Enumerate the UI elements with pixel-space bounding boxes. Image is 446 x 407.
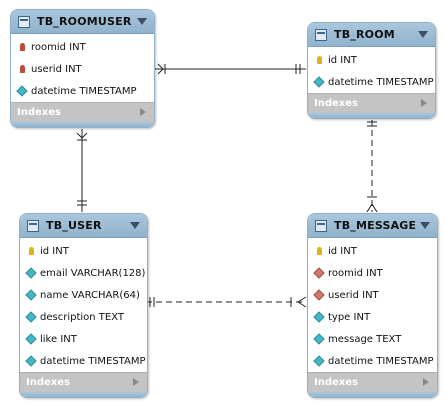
table-footer: [20, 392, 147, 397]
attribute-diamond-icon: [311, 333, 327, 345]
dropdown-arrow-icon[interactable]: [137, 18, 147, 25]
column-label: message TEXT: [328, 333, 402, 345]
column-label: roomid INT: [328, 267, 383, 279]
indexes-label: Indexes: [314, 377, 358, 388]
column-label: name VARCHAR(64): [40, 289, 140, 301]
column-label: datetime TIMESTAMP: [40, 355, 146, 367]
expand-arrow-icon[interactable]: [423, 378, 429, 386]
column-label: type INT: [328, 311, 371, 323]
attribute-diamond-icon: [311, 355, 327, 367]
primary-key-icon: [311, 56, 327, 64]
relationship-user-message: [146, 296, 307, 308]
indexes-label: Indexes: [314, 98, 358, 109]
column-row[interactable]: type INT: [308, 306, 437, 328]
column-row[interactable]: email VARCHAR(128): [20, 262, 147, 284]
indexes-section[interactable]: Indexes: [11, 102, 154, 122]
indexes-section[interactable]: Indexes: [20, 372, 147, 392]
column-label: email VARCHAR(128): [40, 267, 146, 279]
attribute-diamond-icon: [311, 311, 327, 323]
column-row[interactable]: id INT: [308, 240, 437, 262]
table-icon: [27, 219, 39, 232]
column-row[interactable]: datetime TIMESTAMP: [20, 350, 147, 372]
column-row[interactable]: datetime TIMESTAMP: [308, 350, 437, 372]
table-icon: [315, 28, 327, 41]
attribute-diamond-icon: [14, 85, 30, 97]
column-row[interactable]: message TEXT: [308, 328, 437, 350]
table-header[interactable]: TB_USER: [20, 214, 147, 238]
table-title: TB_USER: [46, 219, 102, 232]
dropdown-arrow-icon[interactable]: [130, 222, 140, 229]
column-row[interactable]: userid INT: [308, 284, 437, 306]
attribute-diamond-icon: [23, 267, 39, 279]
column-label: datetime TIMESTAMP: [328, 76, 434, 88]
table-footer: [308, 113, 435, 118]
expand-arrow-icon[interactable]: [421, 99, 427, 107]
table-header[interactable]: TB_ROOM: [308, 23, 435, 47]
foreign-key-icon: [14, 43, 30, 51]
relationship-room-message: [366, 120, 378, 213]
attribute-diamond-icon: [311, 76, 327, 88]
column-row[interactable]: name VARCHAR(64): [20, 284, 147, 306]
column-row[interactable]: datetime TIMESTAMP: [11, 80, 154, 102]
column-row[interactable]: id INT: [308, 49, 435, 71]
primary-key-icon: [23, 247, 39, 255]
table-title: TB_MESSAGE: [334, 219, 417, 232]
indexes-label: Indexes: [17, 107, 61, 118]
table-icon: [18, 15, 30, 28]
column-row[interactable]: roomid INT: [308, 262, 437, 284]
column-row[interactable]: roomid INT: [11, 36, 154, 58]
column-label: datetime TIMESTAMP: [31, 85, 137, 97]
column-label: datetime TIMESTAMP: [328, 355, 434, 367]
table-header[interactable]: TB_MESSAGE: [308, 214, 437, 238]
foreign-key-diamond-icon: [311, 289, 327, 301]
indexes-label: Indexes: [26, 377, 70, 388]
table-tb-message[interactable]: TB_MESSAGE id INT roomid INT userid INT …: [307, 213, 438, 398]
expand-arrow-icon[interactable]: [133, 378, 139, 386]
attribute-diamond-icon: [23, 333, 39, 345]
column-row[interactable]: like INT: [20, 328, 147, 350]
primary-key-icon: [311, 247, 327, 255]
column-label: roomid INT: [31, 41, 86, 53]
foreign-key-icon: [14, 65, 30, 73]
column-label: like INT: [40, 333, 77, 345]
column-row[interactable]: id INT: [20, 240, 147, 262]
foreign-key-diamond-icon: [311, 267, 327, 279]
table-icon: [315, 219, 327, 232]
table-tb-roomuser[interactable]: TB_ROOMUSER roomid INT userid INT dateti…: [10, 9, 155, 128]
dropdown-arrow-icon[interactable]: [418, 31, 428, 38]
column-label: description TEXT: [40, 311, 124, 323]
column-label: id INT: [40, 245, 69, 257]
dropdown-arrow-icon[interactable]: [420, 222, 430, 229]
relationship-roomuser-user: [76, 129, 88, 212]
attribute-diamond-icon: [23, 355, 39, 367]
indexes-section[interactable]: Indexes: [308, 372, 437, 392]
table-title: TB_ROOMUSER: [37, 15, 132, 28]
column-row[interactable]: userid INT: [11, 58, 154, 80]
column-label: id INT: [328, 54, 357, 66]
column-row[interactable]: datetime TIMESTAMP: [308, 71, 435, 93]
table-tb-user[interactable]: TB_USER id INT email VARCHAR(128) name V…: [19, 213, 148, 398]
column-label: id INT: [328, 245, 357, 257]
indexes-section[interactable]: Indexes: [308, 93, 435, 113]
attribute-diamond-icon: [23, 311, 39, 323]
table-title: TB_ROOM: [334, 28, 395, 41]
column-label: userid INT: [328, 289, 379, 301]
table-header[interactable]: TB_ROOMUSER: [11, 10, 154, 34]
column-label: userid INT: [31, 63, 82, 75]
relationship-roomuser-room: [154, 63, 306, 75]
table-footer: [11, 122, 154, 127]
attribute-diamond-icon: [23, 289, 39, 301]
expand-arrow-icon[interactable]: [140, 108, 146, 116]
table-tb-room[interactable]: TB_ROOM id INT datetime TIMESTAMP Indexe…: [307, 22, 436, 119]
column-row[interactable]: description TEXT: [20, 306, 147, 328]
table-footer: [308, 392, 437, 397]
